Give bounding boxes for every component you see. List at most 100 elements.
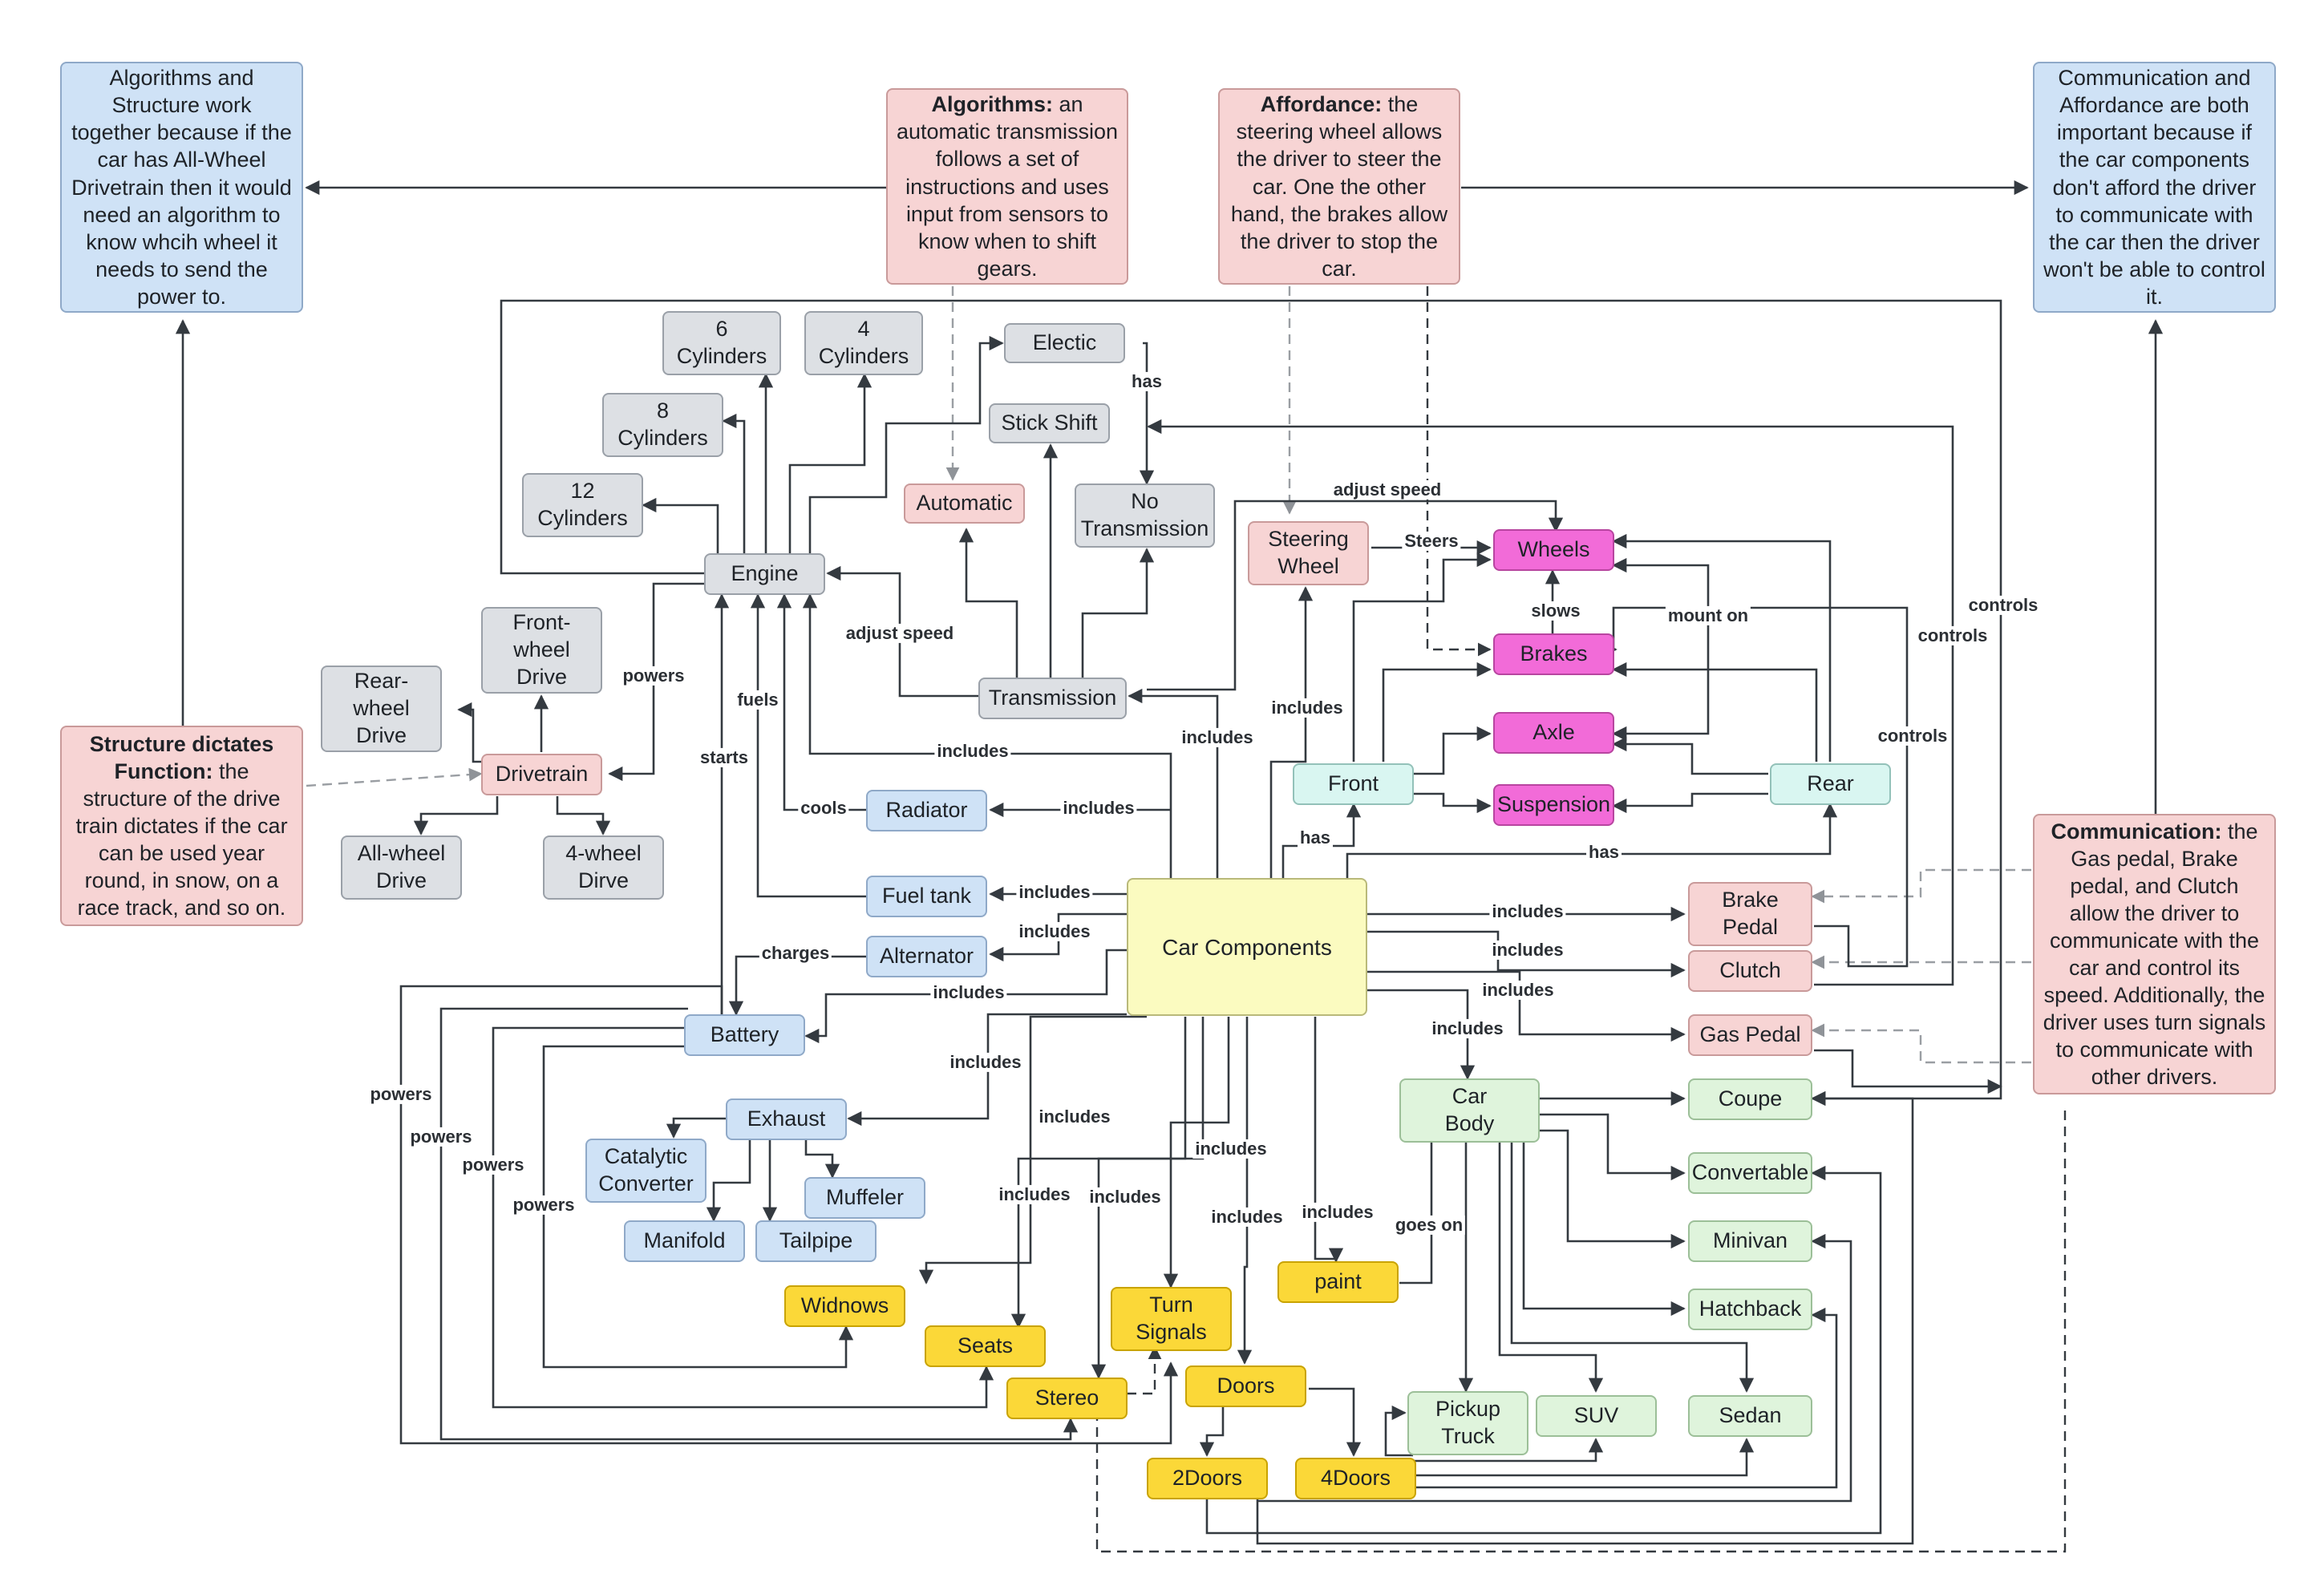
node-stick-shift[interactable]: Stick Shift [989, 403, 1110, 443]
node-front-wheel-drive[interactable]: Front- wheel Drive [481, 607, 602, 694]
edge-4doors-to-sedan [1413, 1438, 1755, 1477]
edge-car-to-turn-signals [1163, 1017, 1230, 1289]
label-controls-3: controls [1875, 726, 1950, 746]
node-8-cylinders[interactable]: 8 Cylinders [602, 393, 723, 457]
label-includes-turn-signals: includes [1192, 1139, 1269, 1159]
node-rear[interactable]: Rear [1770, 763, 1891, 805]
node-all-wheel-drive[interactable]: All-wheel Drive [341, 835, 462, 900]
edge-car-to-seats [1010, 1017, 1187, 1329]
edge-communication-to-brake-pedal [1811, 868, 2031, 904]
label-controls-1: controls [1966, 595, 2041, 616]
edge-battery-powers-widnows [542, 1045, 854, 1369]
note-affordance-title: Affordance: [1260, 92, 1383, 117]
node-hatchback[interactable]: Hatchback [1688, 1289, 1812, 1330]
edge-doors-to-4doors [1309, 1387, 1362, 1457]
node-car-body[interactable]: Car Body [1399, 1078, 1540, 1143]
node-coupe[interactable]: Coupe [1688, 1078, 1812, 1120]
node-seats[interactable]: Seats [925, 1325, 1046, 1367]
edge-car-to-stereo [1091, 1017, 1205, 1379]
node-alternator[interactable]: Alternator [866, 936, 987, 977]
node-axle[interactable]: Axle [1493, 712, 1614, 754]
node-transmission[interactable]: Transmission [978, 678, 1127, 719]
edge-battery-powers-turn-signals [399, 985, 1179, 1445]
node-catalytic-converter[interactable]: Catalytic Converter [585, 1139, 707, 1203]
edge-front-to-brakes [1382, 661, 1492, 762]
edge-paint-goes-on-car-body [1399, 1089, 1439, 1285]
node-stereo[interactable]: Stereo [1006, 1378, 1128, 1419]
note-structure-body: the structure of the drive train dictate… [75, 759, 288, 920]
node-radiator[interactable]: Radiator [866, 790, 987, 831]
node-12-cylinders[interactable]: 12 Cylinders [522, 473, 643, 537]
edge-transmission-to-no-transmission [1081, 548, 1155, 682]
node-muffeler[interactable]: Muffeler [804, 1177, 925, 1219]
note-algorithms: Algorithms: an automatic transmission fo… [886, 88, 1128, 285]
label-includes-steering: includes [1269, 698, 1346, 718]
node-2doors[interactable]: 2Doors [1147, 1458, 1268, 1499]
node-engine[interactable]: Engine [704, 553, 825, 595]
node-battery[interactable]: Battery [684, 1014, 805, 1056]
label-includes-clutch: includes [1489, 940, 1566, 961]
node-6-cylinders[interactable]: 6 Cylinders [662, 311, 781, 375]
note-communication-body: the Gas pedal, Brake pedal, and Clutch a… [2043, 819, 2266, 1090]
label-goes-on: goes on [1392, 1215, 1466, 1236]
node-exhaust[interactable]: Exhaust [726, 1098, 847, 1140]
node-rear-wheel-drive[interactable]: Rear- wheel Drive [321, 666, 442, 752]
node-brakes[interactable]: Brakes [1493, 633, 1614, 675]
label-includes-brake-pedal: includes [1489, 901, 1566, 922]
node-suv[interactable]: SUV [1536, 1395, 1657, 1437]
label-includes-car-body: includes [1429, 1018, 1506, 1039]
edge-exhaust-to-manifold [706, 1140, 751, 1222]
node-turn-signals[interactable]: Turn Signals [1111, 1287, 1232, 1351]
edge-2doors-to-convertable [1205, 1165, 1882, 1535]
node-paint[interactable]: paint [1277, 1261, 1399, 1303]
node-electic[interactable]: Electic [1004, 323, 1125, 363]
label-includes-paint: includes [1299, 1202, 1376, 1223]
node-4doors[interactable]: 4Doors [1295, 1458, 1416, 1499]
node-pickup-truck[interactable]: Pickup Truck [1407, 1391, 1528, 1455]
node-tailpipe[interactable]: Tailpipe [755, 1220, 877, 1262]
node-no-transmission[interactable]: No Transmission [1075, 483, 1215, 548]
node-minivan[interactable]: Minivan [1688, 1220, 1812, 1262]
label-includes-doors: includes [1209, 1207, 1285, 1228]
node-wheels[interactable]: Wheels [1493, 529, 1614, 571]
label-includes-battery: includes [930, 982, 1007, 1003]
node-car-components[interactable]: Car Components [1127, 878, 1367, 1016]
edge-structure-to-drivetrain [306, 767, 483, 787]
node-suspension[interactable]: Suspension [1493, 784, 1614, 826]
node-brake-pedal[interactable]: Brake Pedal [1688, 882, 1812, 946]
node-front[interactable]: Front [1293, 763, 1414, 805]
node-doors[interactable]: Doors [1185, 1365, 1306, 1407]
note-communication-text: Communication: the Gas pedal, Brake peda… [2043, 818, 2266, 1090]
edge-car-body-to-convertable [1540, 1113, 1686, 1181]
edge-gas-pedal-controls-wheels [1814, 1049, 2002, 1094]
edge-affordance-to-brakes [1426, 286, 1492, 657]
label-fuels: fuels [735, 690, 781, 710]
node-manifold[interactable]: Manifold [624, 1220, 745, 1262]
edge-clutch-controls-stick-shift [1147, 419, 1954, 986]
edge-alternator-to-battery-charges [728, 955, 866, 1016]
edge-electic-to-no-transmission [1139, 342, 1155, 485]
edge-car-to-paint [1314, 1017, 1344, 1263]
edge-2doors-to-coupe [1256, 1090, 1914, 1545]
node-widnows[interactable]: Widnows [784, 1285, 905, 1327]
node-steering-wheel[interactable]: Steering Wheel [1248, 521, 1369, 585]
label-includes-gas-pedal: includes [1480, 980, 1557, 1001]
label-includes-radiator: includes [1060, 798, 1137, 819]
note-affordance-body: the steering wheel allows the driver to … [1230, 92, 1448, 281]
node-gas-pedal[interactable]: Gas Pedal [1688, 1014, 1812, 1056]
node-4-wheel-dirve[interactable]: 4-wheel Dirve [543, 835, 664, 900]
label-includes-widnows: includes [996, 1184, 1073, 1205]
edge-front-to-axle [1411, 726, 1492, 775]
edge-rear-to-suspension [1612, 792, 1768, 814]
note-affordance-text: Affordance: the steering wheel allows th… [1228, 91, 1451, 281]
node-drivetrain[interactable]: Drivetrain [481, 754, 602, 795]
node-clutch[interactable]: Clutch [1688, 950, 1812, 992]
node-4-cylinders[interactable]: 4 Cylinders [804, 311, 923, 375]
node-automatic[interactable]: Automatic [904, 483, 1025, 524]
node-convertable[interactable]: Convertable [1688, 1152, 1812, 1194]
node-sedan[interactable]: Sedan [1688, 1395, 1812, 1437]
node-fuel-tank[interactable]: Fuel tank [866, 876, 987, 917]
label-cools: cools [798, 798, 849, 819]
label-powers-2: powers [407, 1127, 475, 1147]
